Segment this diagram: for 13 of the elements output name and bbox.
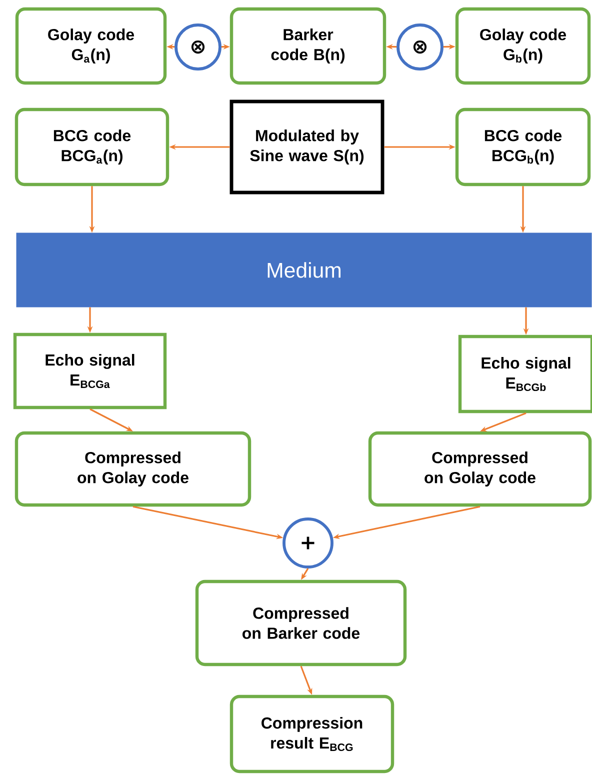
signal-box: Echo signal E$_{BCGa}$ [13,332,167,410]
process-box: BCG code BCG$_{b}$(n) [455,108,591,186]
process-box: Compressed on Golay code [14,431,252,507]
process-box: Golay code G$_{b}$(n) [455,7,591,85]
process-box: Compression result E$_{BCG}$ [230,694,394,774]
process-box: Compressed on Barker code [195,580,407,666]
process-box: Golay code G$_{a}$(n) [15,7,167,85]
medium-band: Medium [16,232,592,308]
modulation-box: Modulated by Sine wave S(n) [230,100,384,194]
process-box: Barker code B(n) [230,7,386,85]
signal-box: Echo signal E$_{BCGb}$ [458,334,592,414]
process-box: Compressed on Golay code [368,431,592,507]
process-box: BCG code BCG$_{a}$(n) [14,108,170,186]
